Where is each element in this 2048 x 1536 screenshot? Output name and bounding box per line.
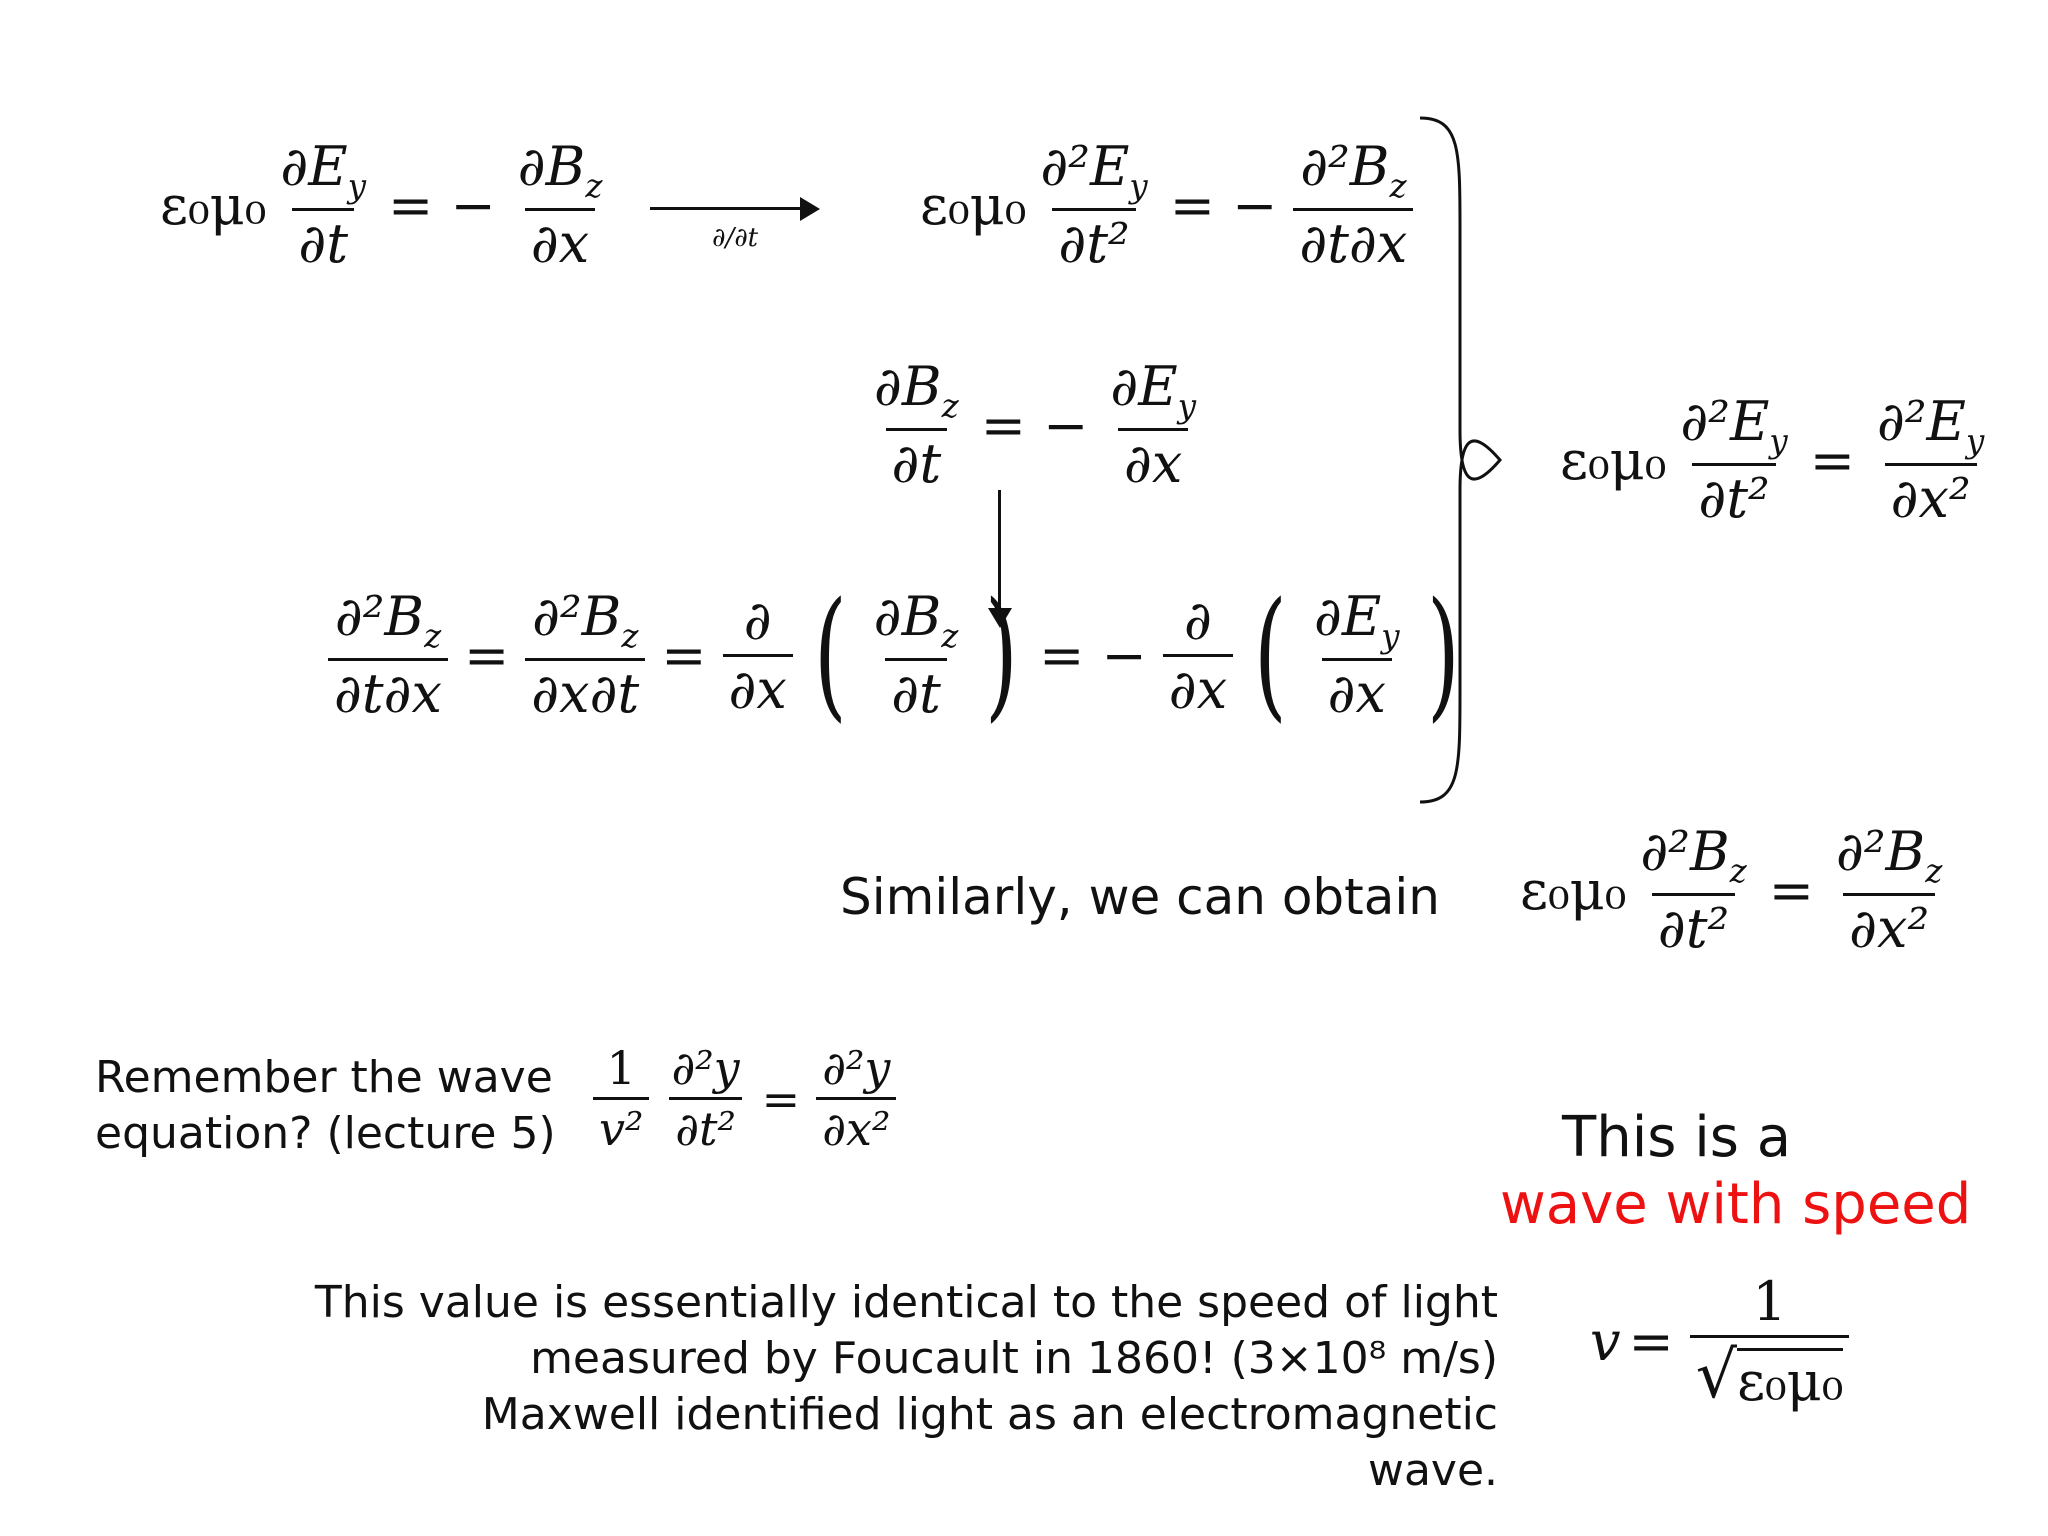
fraction-d2y-dx2: ∂²y ∂x² (816, 1045, 897, 1152)
fraction-d2Bz-dtdx: ∂²Bz ∂t∂x (328, 589, 448, 721)
fraction-dBz-dx: ∂Bz ∂x (517, 135, 603, 276)
minus-equals: = − (1169, 174, 1278, 238)
arrowhead-icon (800, 197, 820, 221)
this-is-a-text: This is a (1562, 1105, 1792, 1170)
sqrt-icon: √ (1695, 1338, 1738, 1413)
left-paren: ( (1254, 573, 1287, 736)
d-dt-label: ∂/∂t (712, 223, 759, 253)
fraction-d2Bz-dtdx: ∂²Bz ∂t∂x (1293, 140, 1414, 271)
operator-d-dx: ∂ ∂x (1162, 593, 1234, 717)
equation-mixed-partials: ∂²Bz ∂t∂x = ∂²Bz ∂x∂t = ∂ ∂x ( ∂Bz ∂t ) … (320, 573, 1472, 736)
result-wave-equation-B: ε₀μ₀ ∂²Bz ∂t² = ∂²Bz ∂x² (1520, 825, 1956, 956)
wave-equation: 1 v² ∂²y ∂t² = ∂²y ∂x² (585, 1045, 904, 1152)
speed-formula: v = 1 √ ε₀μ₀ (1590, 1275, 1857, 1409)
fraction-d2y-dt2: ∂²y ∂t² (665, 1045, 745, 1152)
equals: = (464, 623, 510, 687)
explanation-line-4: wave. (1367, 1445, 1498, 1496)
equals: = (1809, 429, 1855, 493)
fraction-dEy-dt: ∂Ey ∂t (280, 135, 367, 276)
equals: = (761, 1071, 801, 1126)
minus-equals: = − (388, 174, 496, 238)
fraction-dEy-dx-inner: ∂Ey ∂x (1313, 584, 1400, 725)
operator-d-dx: ∂ ∂x (722, 593, 793, 717)
fraction-d2Bz-dx2: ∂²Bz ∂x² (1835, 820, 1943, 961)
explanation-line-1: This value is essentially identical to t… (314, 1277, 1498, 1328)
arrow-down-icon (988, 490, 1012, 630)
remember-line-2: equation? (lecture 5) (95, 1108, 556, 1159)
explanation-line-3: Maxwell identified light as an electroma… (481, 1389, 1498, 1440)
equals: = (1768, 859, 1814, 923)
fraction-1-sqrt: 1 √ ε₀μ₀ (1689, 1275, 1850, 1413)
equals: = (661, 623, 707, 687)
eps-mu-coefficient: ε₀μ₀ (920, 174, 1027, 238)
fraction-dBz-dt: ∂Bz ∂t (874, 355, 959, 496)
minus-equals: = − (1039, 623, 1147, 687)
eps-mu-coefficient: ε₀μ₀ (1520, 859, 1627, 923)
right-paren: ) (985, 573, 1019, 736)
fraction-d2Ey-dt2: ∂²Ey ∂t² (1040, 135, 1148, 276)
right-paren: ) (1426, 573, 1460, 736)
explanation-text: This value is essentially identical to t… (315, 1275, 1498, 1499)
fraction-d2Ey-dt2: ∂²Ey ∂t² (1680, 390, 1788, 531)
eps-mu-coefficient: ε₀μ₀ (1560, 429, 1667, 493)
fraction-d2Bz-dxdt: ∂²Bz ∂x∂t (525, 589, 646, 721)
similarly-text: Similarly, we can obtain (840, 868, 1440, 926)
right-brace-icon (1419, 116, 1502, 804)
wave-with-speed-text: wave with speed (1500, 1172, 1972, 1237)
minus-equals: = − (980, 394, 1089, 458)
derivative-arrow: ∂/∂t (650, 185, 830, 285)
v-symbol: v (1590, 1310, 1621, 1374)
remember-text: Remember the wave equation? (lecture 5) (95, 1050, 556, 1162)
equation-ampere: ∂Bz ∂t = − ∂Ey ∂x (860, 360, 1210, 491)
left-paren: ( (813, 573, 847, 736)
eps-mu-coefficient: ε₀μ₀ (160, 174, 267, 238)
equation-second-derivative-E: ε₀μ₀ ∂²Ey ∂t² = − ∂²Bz ∂t∂x (920, 140, 1421, 271)
fraction-dEy-dx: ∂Ey ∂x (1110, 355, 1197, 496)
equation-faraday: ε₀μ₀ ∂Ey ∂t = − ∂Bz ∂x (160, 140, 616, 271)
fraction-d2Ey-dx2: ∂²Ey ∂x² (1876, 390, 1985, 531)
remember-line-1: Remember the wave (95, 1052, 553, 1103)
fraction-dBz-dt-inner: ∂Bz ∂t (873, 584, 959, 725)
fraction-1-v2: 1 v² (593, 1045, 650, 1152)
equals: = (1628, 1310, 1674, 1374)
explanation-line-2: measured by Foucault in 1860! (3×10⁸ m/s… (530, 1333, 1498, 1384)
result-wave-equation-E: ε₀μ₀ ∂²Ey ∂t² = ∂²Ey ∂x² (1560, 395, 1998, 526)
arrow-right-icon (650, 207, 812, 210)
fraction-d2Bz-dt2: ∂²Bz ∂t² (1640, 820, 1747, 961)
